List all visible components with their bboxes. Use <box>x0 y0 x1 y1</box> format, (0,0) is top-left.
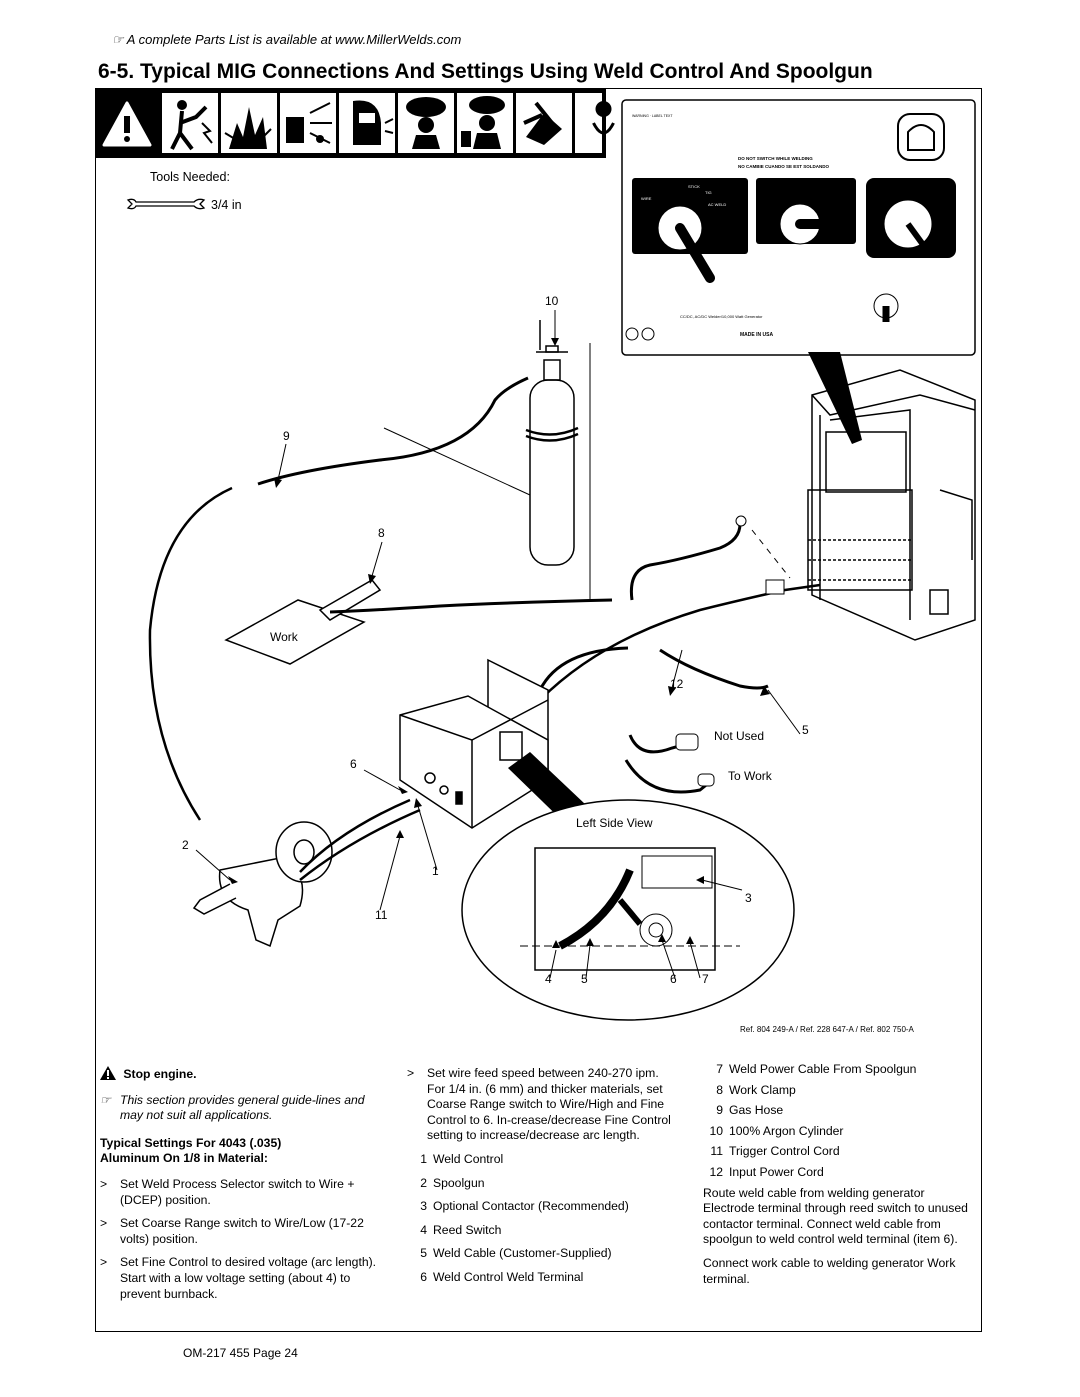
electric-shock-icon <box>162 93 218 153</box>
parts-list-note: ☞ A complete Parts List is available at … <box>112 32 461 48</box>
safety-warning-bar <box>96 89 615 158</box>
generator-label: CC/DC, AC/DC Welder/10,000 Watt Generato… <box>680 314 763 319</box>
reference-numbers: Ref. 804 249-A / Ref. 228 647-A / Ref. 8… <box>740 1025 914 1034</box>
callout-12: 12 <box>670 677 684 691</box>
callout-2: 2 <box>182 838 189 852</box>
left-side-view-label: Left Side View <box>576 816 653 830</box>
callout-4: 4 <box>545 972 552 986</box>
gas-hose <box>257 376 529 486</box>
callout-8: 8 <box>378 526 385 540</box>
fumes-engine-icon <box>457 93 513 153</box>
stop-engine-text: Stop engine. <box>123 1067 197 1081</box>
page-footer: OM-217 455 Page 24 <box>183 1346 298 1360</box>
moving-parts-icon <box>516 93 572 153</box>
fumes-icon <box>398 93 454 153</box>
bullet-process-selector: Set Weld Process Selector switch to Wire… <box>120 1176 355 1207</box>
settings-title-1: Typical Settings For 4043 (.035) <box>100 1135 282 1150</box>
argon-cylinder <box>525 320 579 566</box>
weld-control <box>399 658 549 829</box>
warning-triangle-icon <box>102 101 152 147</box>
guidelines-note: This section provides general guide-line… <box>120 1092 365 1123</box>
callout-9: 9 <box>283 429 290 443</box>
tools-needed-label: Tools Needed: <box>150 170 230 184</box>
leader-lines <box>195 310 801 979</box>
face-shield-icon <box>339 93 395 153</box>
callout-6b: 6 <box>670 972 677 986</box>
callout-5b: 5 <box>581 972 588 986</box>
connection-diagram: WARNING · LABEL TEXT DO NOT SWITCH WHILE… <box>148 99 976 1021</box>
do-not-switch-label: DO NOT SWITCH WHILE WELDING <box>738 156 813 161</box>
parts-list-note-text: A complete Parts List is available at ww… <box>126 32 462 47</box>
bullet-fine-control: Set Fine Control to desired voltage (arc… <box>120 1255 377 1301</box>
caution-icon <box>100 1066 119 1081</box>
ac-weld-label: AC WELD <box>708 202 726 207</box>
wire-label: WIRE <box>641 196 652 201</box>
panel-pointer <box>808 352 862 444</box>
svg-text:WARNING · LABEL TEXT: WARNING · LABEL TEXT <box>632 114 673 118</box>
callout-10: 10 <box>545 294 559 308</box>
work-label: Work <box>270 630 298 644</box>
explosion-icon <box>221 93 277 153</box>
wrench-icon <box>126 198 206 210</box>
callout-5: 5 <box>802 723 809 737</box>
stick-label: STICK <box>688 184 700 189</box>
callout-3: 3 <box>745 891 752 905</box>
text-column-1: Stop engine. ☞ This section provides gene… <box>100 1066 377 1301</box>
bullet-wire-feed: Set wire feed speed between 240-270 ipm.… <box>427 1066 671 1143</box>
made-in-label: MADE IN USA <box>740 332 773 338</box>
note-hand-icon: ☞ <box>100 1092 111 1107</box>
welding-generator <box>807 369 976 641</box>
route-cable-paragraph: Route weld cable from welding generator … <box>703 1185 968 1247</box>
text-column-2: >Set wire feed speed between 240-270 ipm… <box>407 1066 677 1294</box>
figure-frame <box>95 88 982 1332</box>
spoolgun <box>192 798 421 948</box>
work-clamp <box>224 579 613 665</box>
wrench-size: 3/4 in <box>211 198 242 212</box>
to-work-label: To Work <box>728 769 772 783</box>
page-title: 6-5. Typical MIG Connections And Setting… <box>98 60 873 83</box>
noise-icon <box>575 93 615 153</box>
pointing-hand-icon: ☞ <box>112 32 127 47</box>
bullet-coarse-range: Set Coarse Range switch to Wire/Low (17-… <box>120 1216 364 1246</box>
callout-7: 7 <box>702 972 709 986</box>
left-side-view <box>461 752 795 1021</box>
not-used-label: Not Used <box>714 729 765 743</box>
arc-rays-icon <box>280 93 336 153</box>
callout-1: 1 <box>432 864 439 878</box>
no-cambie-label: NO CAMBIE CUANDO SE EST SOLDANDO <box>738 164 830 169</box>
callout-11: 11 <box>375 908 388 922</box>
connect-work-paragraph: Connect work cable to welding generator … <box>703 1255 956 1286</box>
leader-arrowheads <box>228 338 770 948</box>
settings-title-2: Aluminum On 1/8 in Material: <box>100 1151 268 1166</box>
callout-6: 6 <box>350 757 357 771</box>
tig-label: TIG <box>705 190 712 195</box>
control-panel-inset: WARNING · LABEL TEXT DO NOT SWITCH WHILE… <box>621 99 976 356</box>
